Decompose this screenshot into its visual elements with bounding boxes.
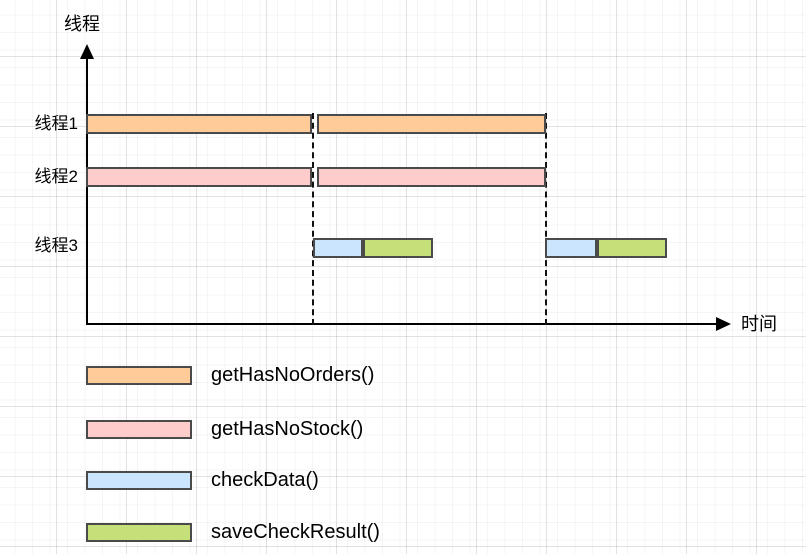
legend-label: checkData() [211, 469, 319, 491]
legend-row: saveCheckResult() [86, 521, 380, 543]
time-divider-dashed-line [545, 113, 547, 325]
timeline-bar-getHasNoOrders [86, 114, 312, 134]
x-axis-arrow-icon [716, 317, 731, 331]
timeline-bar-saveCheckResult [363, 238, 433, 258]
timeline-bar-checkData [313, 238, 363, 258]
timeline-bar-getHasNoOrders [317, 114, 546, 134]
row-label-thread2: 线程2 [34, 167, 78, 186]
legend-swatch [86, 470, 192, 490]
time-divider-dashed-line [312, 113, 314, 325]
y-axis-label: 线程 [64, 14, 100, 34]
legend-label: saveCheckResult() [211, 521, 380, 543]
legend-row: checkData() [86, 469, 319, 491]
legend-label: getHasNoStock() [211, 418, 364, 440]
legend-row: getHasNoOrders() [86, 364, 374, 386]
legend-swatch [86, 419, 192, 439]
legend-row: getHasNoStock() [86, 418, 363, 440]
legend-swatch [86, 365, 192, 385]
timeline-bar-getHasNoStock [86, 167, 312, 187]
legend-label: getHasNoOrders() [211, 364, 375, 386]
x-axis-label: 时间 [741, 314, 777, 334]
timeline-bar-saveCheckResult [597, 238, 667, 258]
legend-swatch [86, 522, 192, 542]
row-label-thread3: 线程3 [34, 236, 78, 255]
row-label-thread1: 线程1 [34, 114, 78, 133]
timeline-bar-checkData [545, 238, 597, 258]
y-axis-line [86, 52, 88, 325]
timeline-bar-getHasNoStock [317, 167, 546, 187]
x-axis-line [86, 323, 718, 325]
y-axis-arrow-icon [80, 44, 94, 59]
